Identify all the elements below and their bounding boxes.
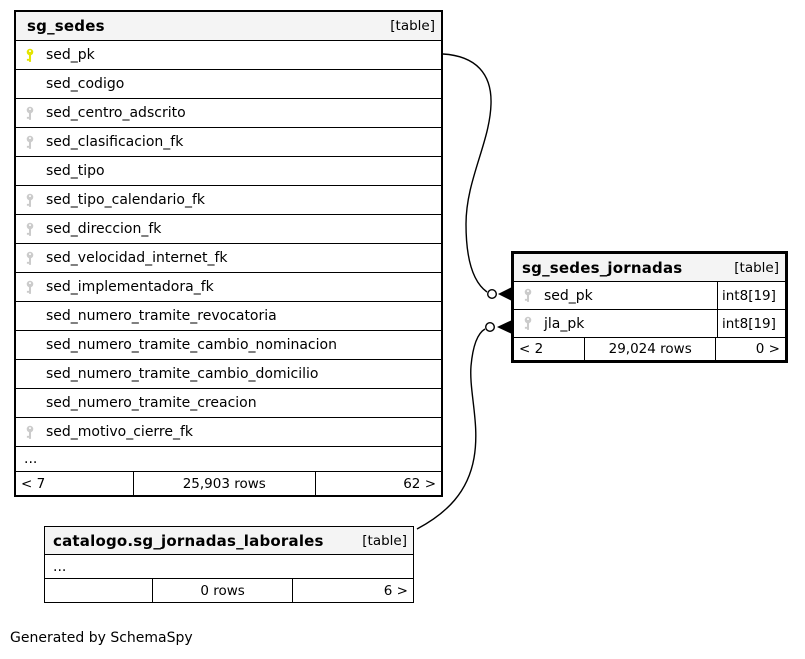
generated-by-note: Generated by SchemaSpy (10, 630, 193, 646)
primary-key-icon (25, 48, 35, 63)
column-row-sed-pk: sed_pk int8[19] (514, 282, 785, 310)
foreign-key-icon (25, 425, 35, 440)
column-row-sed-numero-tramite-creacion: sed_numero_tramite_creacion (16, 389, 441, 418)
footer-related-out: 0 > (755, 341, 780, 357)
foreign-key-icon (25, 280, 35, 295)
footer-related-in (45, 579, 152, 602)
footer-row-count: 0 rows (151, 579, 294, 602)
columns-ellipsis: ... (45, 555, 413, 579)
foreign-key-icon (25, 251, 35, 266)
table-footer: < 7 25,903 rows 62 > (16, 472, 441, 495)
relationship-line-sed-pk (442, 53, 492, 293)
column-row-sed-centro-adscrito: sed_centro_adscrito (16, 99, 441, 128)
column-row-sed-clasificacion-fk: sed_clasificacion_fk (16, 128, 441, 157)
table-type-badge: [table] (734, 259, 779, 276)
footer-related-in: < 2 (519, 341, 544, 357)
column-type: int8[19] (717, 310, 785, 337)
column-row-jla-pk: jla_pk int8[19] (514, 310, 785, 338)
column-type: int8[19] (717, 282, 785, 309)
crow-foot-arrow-sed-pk (498, 287, 511, 301)
column-row-sed-motivo-cierre-fk: sed_motivo_cierre_fk (16, 418, 441, 447)
foreign-key-icon (523, 316, 533, 331)
footer-related-out: 62 > (403, 475, 436, 492)
column-row-sed-pk: sed_pk (16, 41, 441, 70)
table-catalogo-sg-jornadas-laborales: catalogo.sg_jornadas_laborales [table] .… (44, 526, 414, 603)
relationship-line-jla-pk (416, 328, 486, 530)
foreign-key-icon (523, 288, 533, 303)
column-row-sed-implementadora-fk: sed_implementadora_fk (16, 273, 441, 302)
table-sg-sedes-jornadas: sg_sedes_jornadas [table] sed_pk int8[19… (511, 251, 788, 363)
foreign-key-icon (25, 193, 35, 208)
footer-related-out: 6 > (383, 582, 408, 599)
cardinality-circle-sed-pk (487, 289, 498, 300)
table-name-link[interactable]: catalogo.sg_jornadas_laborales (53, 531, 324, 550)
table-sg-sedes: sg_sedes [table] sed_pk sed_codigo sed_c… (14, 10, 443, 497)
table-footer: 0 rows 6 > (45, 579, 413, 602)
foreign-key-icon (25, 106, 35, 121)
footer-row-count: 25,903 rows (132, 472, 316, 495)
column-row-sed-codigo: sed_codigo (16, 70, 441, 99)
column-row-sed-numero-tramite-cambio-nominacion: sed_numero_tramite_cambio_nominacion (16, 331, 441, 360)
footer-row-count: 29,024 rows (584, 338, 716, 360)
table-name-link[interactable]: sg_sedes (27, 17, 105, 35)
column-row-sed-tipo-calendario-fk: sed_tipo_calendario_fk (16, 186, 441, 215)
column-row-sed-tipo: sed_tipo (16, 157, 441, 186)
column-row-sed-numero-tramite-revocatoria: sed_numero_tramite_revocatoria (16, 302, 441, 331)
column-row-sed-direccion-fk: sed_direccion_fk (16, 215, 441, 244)
column-row-sed-velocidad-internet-fk: sed_velocidad_internet_fk (16, 244, 441, 273)
foreign-key-icon (25, 222, 35, 237)
table-header: catalogo.sg_jornadas_laborales [table] (45, 527, 413, 555)
table-name-link[interactable]: sg_sedes_jornadas (522, 258, 683, 277)
table-footer: < 2 29,024 rows 0 > (514, 338, 785, 360)
foreign-key-icon (25, 135, 35, 150)
column-row-sed-numero-tramite-cambio-domicilio: sed_numero_tramite_cambio_domicilio (16, 360, 441, 389)
table-header: sg_sedes_jornadas [table] (514, 254, 785, 282)
cardinality-circle-jla-pk (485, 322, 496, 333)
columns-ellipsis: ... (16, 447, 441, 472)
table-type-badge: [table] (362, 532, 407, 549)
table-header: sg_sedes [table] (16, 12, 441, 41)
footer-related-in: < 7 (21, 475, 46, 492)
table-type-badge: [table] (390, 18, 435, 34)
crow-foot-arrow-jla-pk (497, 320, 511, 334)
